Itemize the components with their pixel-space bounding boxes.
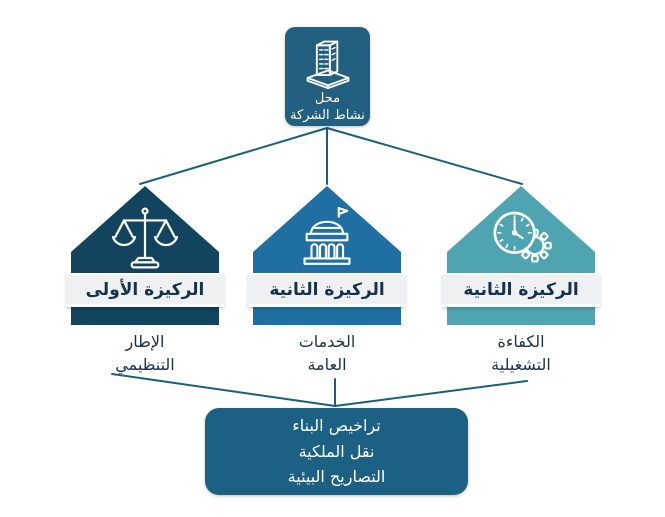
pillar-2-caption-line2: العامة (307, 354, 347, 374)
pillar-3-caption: الكفاءة التشغيلية (441, 331, 601, 376)
company-activity-node: محل نشاط الشركة (285, 27, 370, 126)
outputs-node: تراخيص البناء نقل الملكية التصاريح البيئ… (205, 408, 468, 495)
connector-top-left (139, 127, 328, 185)
connector-top-right (326, 127, 523, 185)
outputs-line2: نقل الملكية (298, 441, 375, 461)
pillar-1-band: الركيزة الأولى (66, 273, 224, 307)
pillar-3-band-label: الركيزة الثانية (463, 279, 579, 300)
pillar-1-caption-line2: التنظيمي (115, 354, 175, 374)
pillar-1-band-label: الركيزة الأولى (85, 279, 205, 300)
pillar-2-band-label: الركيزة الثانية (269, 279, 385, 300)
connector-bottom-left (111, 373, 336, 407)
scales-of-justice-icon (111, 207, 179, 269)
company-activity-label-line1: محل (314, 91, 341, 106)
pillar-3-caption-line1: الكفاءة (497, 332, 545, 351)
pillar-1: الركيزة الأولى (66, 186, 224, 325)
pillar-2-caption: الخدمات العامة (247, 331, 407, 376)
pillar-3-caption-line2: التشغيلية (491, 354, 551, 374)
outputs-line1: تراخيص البناء (292, 415, 381, 435)
government-building-icon (303, 207, 351, 265)
pillar-2-band: الركيزة الثانية (248, 273, 406, 307)
pillar-1-caption-line1: الإطار (125, 332, 165, 351)
connector-bottom-right (334, 380, 528, 407)
outputs-line3: التصاريح البيئية (287, 467, 386, 487)
company-activity-label-line2: نشاط الشركة (290, 107, 365, 123)
pillar-2-caption-line1: الخدمات (298, 332, 356, 351)
clock-gear-icon (493, 211, 552, 263)
pillar-3-band: الركيزة الثانية (442, 273, 600, 307)
building-icon (306, 40, 349, 90)
company-activity-label: محل نشاط الشركة (290, 91, 365, 125)
pillar-3: الركيزة الثانية (442, 186, 600, 325)
pillar-2: الركيزة الثانية (248, 186, 406, 325)
pillar-1-caption: الإطار التنظيمي (65, 331, 225, 376)
